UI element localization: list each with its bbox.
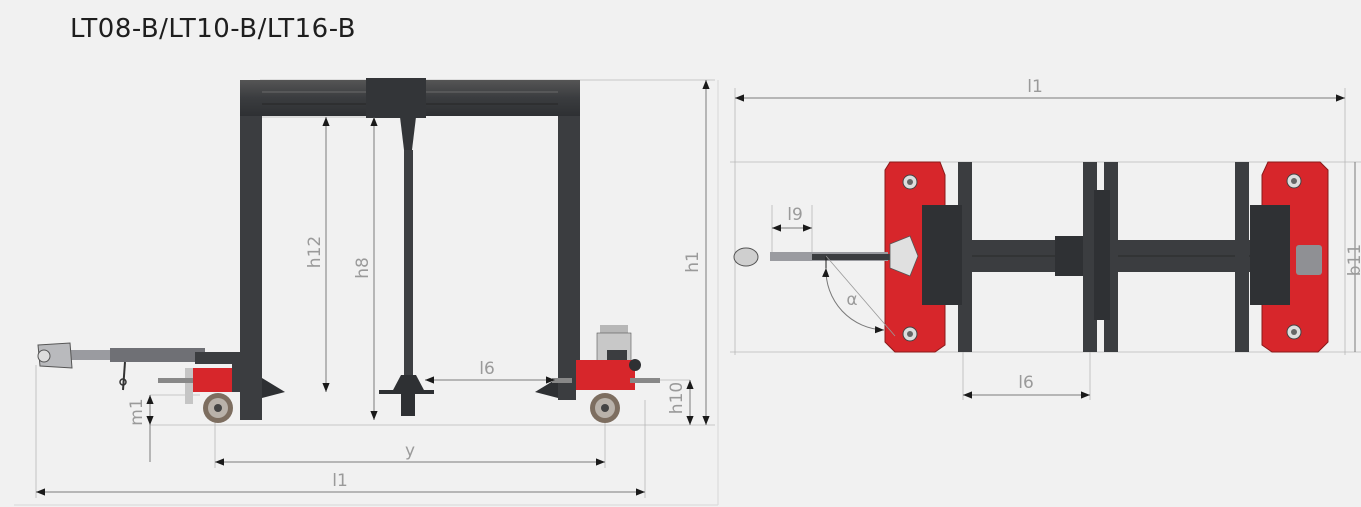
top-view: l1 [730,77,1361,400]
dim-m1: m1 [127,398,147,425]
top-dim-l6: l6 [1018,373,1034,393]
drawing-title: LT08-B/LT10-B/LT16-B [70,14,357,44]
top-dim-b11: b11 [1345,244,1361,276]
right-chassis [552,325,660,423]
side-view: h1 h12 h8 h10 m1 l6 y l1 [35,78,715,498]
dim-h8: h8 [353,257,373,279]
dim-h10: h10 [667,382,687,414]
dim-l1: l1 [332,471,348,491]
tow-bar [37,342,240,391]
dim-h1: h1 [683,251,703,273]
left-chassis [158,358,250,423]
top-dim-l9: l9 [787,205,803,225]
dim-y: y [405,441,415,461]
dim-h12: h12 [305,236,325,268]
dim-l6: l6 [479,359,495,379]
top-dim-l1: l1 [1027,77,1043,97]
top-angle-alpha: α [846,290,857,310]
portal-frame [240,78,580,420]
